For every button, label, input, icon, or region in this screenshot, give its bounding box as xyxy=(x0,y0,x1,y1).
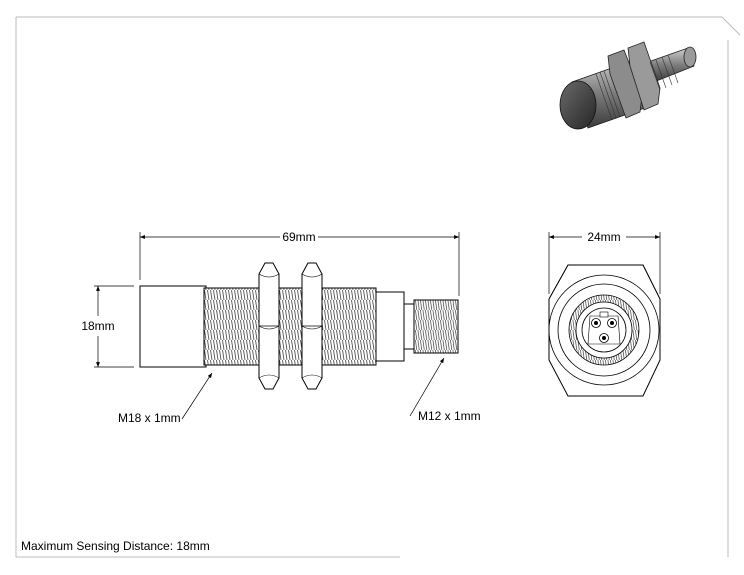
dimension-face-width-label: 24mm xyxy=(587,230,620,244)
sheet-border xyxy=(15,16,741,558)
hex-nut-2 xyxy=(301,262,323,390)
callout-body-thread: M18 x 1mm xyxy=(118,372,213,425)
side-view xyxy=(139,262,459,390)
sensing-distance-caption: Maximum Sensing Distance: 18mm xyxy=(21,539,210,553)
hex-nut-1 xyxy=(258,262,280,390)
callout-body-thread-label: M18 x 1mm xyxy=(118,411,181,425)
callout-connector-thread-label: M12 x 1mm xyxy=(418,409,481,423)
dimension-body-diameter: 18mm xyxy=(81,285,134,368)
isometric-view xyxy=(559,41,697,130)
dimension-overall-length: 69mm xyxy=(139,230,460,296)
callout-connector-thread: M12 x 1mm xyxy=(409,357,481,423)
end-view xyxy=(548,264,661,397)
dimension-face-width: 24mm xyxy=(548,230,661,294)
dimension-body-diameter-label: 18mm xyxy=(81,319,114,333)
dimension-overall-length-label: 69mm xyxy=(282,230,315,244)
connector-pins xyxy=(591,318,617,343)
